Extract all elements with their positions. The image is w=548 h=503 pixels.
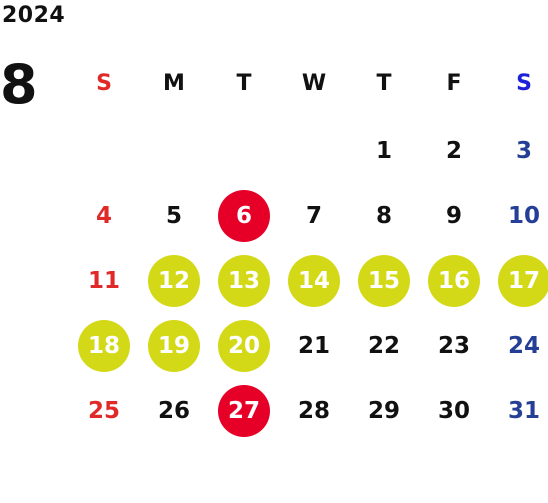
day-circle-6: 6: [218, 190, 270, 242]
day-circle-14: 14: [288, 255, 340, 307]
day-number: 30: [437, 398, 470, 424]
day-cell-17[interactable]: 17: [489, 255, 548, 307]
day-number: 5: [165, 203, 182, 229]
day-cell-11[interactable]: 11: [69, 255, 139, 307]
day-cell-19[interactable]: 19: [139, 320, 209, 372]
day-circle-20: 20: [218, 320, 270, 372]
day-cell-12[interactable]: 12: [139, 255, 209, 307]
day-circle-19: 19: [148, 320, 200, 372]
day-number: 23: [437, 333, 470, 359]
day-cell-16[interactable]: 16: [419, 255, 489, 307]
day-cell-27[interactable]: 27: [209, 385, 279, 437]
day-cell-14[interactable]: 14: [279, 255, 349, 307]
day-cell-28[interactable]: 28: [279, 385, 349, 437]
day-circle-12: 12: [148, 255, 200, 307]
day-circle-15: 15: [358, 255, 410, 307]
day-cell-31[interactable]: 31: [489, 385, 548, 437]
day-number: 28: [297, 398, 330, 424]
day-cell-26[interactable]: 26: [139, 385, 209, 437]
day-number: 7: [305, 203, 322, 229]
weekday-label-3: W: [301, 70, 327, 96]
day-number: 29: [367, 398, 400, 424]
day-number: 8: [375, 203, 392, 229]
weekday-label-6: S: [516, 70, 532, 96]
day-cell-22[interactable]: 22: [349, 320, 419, 372]
day-number: 2: [445, 138, 462, 164]
day-number: 9: [445, 203, 462, 229]
day-cell-2[interactable]: 2: [419, 125, 489, 177]
day-cell-15[interactable]: 15: [349, 255, 419, 307]
month-label: 8: [0, 53, 38, 116]
weekday-label-1: M: [163, 70, 185, 96]
day-number: 11: [87, 268, 120, 294]
day-cell-18[interactable]: 18: [69, 320, 139, 372]
weekday-label-5: F: [446, 70, 462, 96]
day-cell-5[interactable]: 5: [139, 190, 209, 242]
day-circle-27: 27: [218, 385, 270, 437]
day-circle-16: 16: [428, 255, 480, 307]
year-label: 2024: [2, 3, 66, 28]
day-number: 26: [157, 398, 190, 424]
day-cell-29[interactable]: 29: [349, 385, 419, 437]
day-circle-18: 18: [78, 320, 130, 372]
day-cell-4[interactable]: 4: [69, 190, 139, 242]
day-cell-21[interactable]: 21: [279, 320, 349, 372]
day-number: 21: [297, 333, 330, 359]
weekday-label-2: T: [236, 70, 252, 96]
day-number: 31: [507, 398, 540, 424]
weekday-label-4: T: [376, 70, 392, 96]
day-number: 1: [375, 138, 392, 164]
day-cell-8[interactable]: 8: [349, 190, 419, 242]
day-number: 24: [507, 333, 540, 359]
day-cell-25[interactable]: 25: [69, 385, 139, 437]
day-cell-24[interactable]: 24: [489, 320, 548, 372]
day-number: 3: [515, 138, 532, 164]
day-cell-1[interactable]: 1: [349, 125, 419, 177]
day-cell-30[interactable]: 30: [419, 385, 489, 437]
weekday-label-0: S: [96, 70, 112, 96]
day-number: 25: [87, 398, 120, 424]
day-cell-20[interactable]: 20: [209, 320, 279, 372]
day-circle-17: 17: [498, 255, 548, 307]
day-circle-13: 13: [218, 255, 270, 307]
day-number: 4: [95, 203, 112, 229]
day-cell-10[interactable]: 10: [489, 190, 548, 242]
day-number: 10: [507, 203, 540, 229]
day-cell-7[interactable]: 7: [279, 190, 349, 242]
day-cell-6[interactable]: 6: [209, 190, 279, 242]
day-number: 22: [367, 333, 400, 359]
day-cell-23[interactable]: 23: [419, 320, 489, 372]
day-cell-3[interactable]: 3: [489, 125, 548, 177]
day-cell-9[interactable]: 9: [419, 190, 489, 242]
day-cell-13[interactable]: 13: [209, 255, 279, 307]
